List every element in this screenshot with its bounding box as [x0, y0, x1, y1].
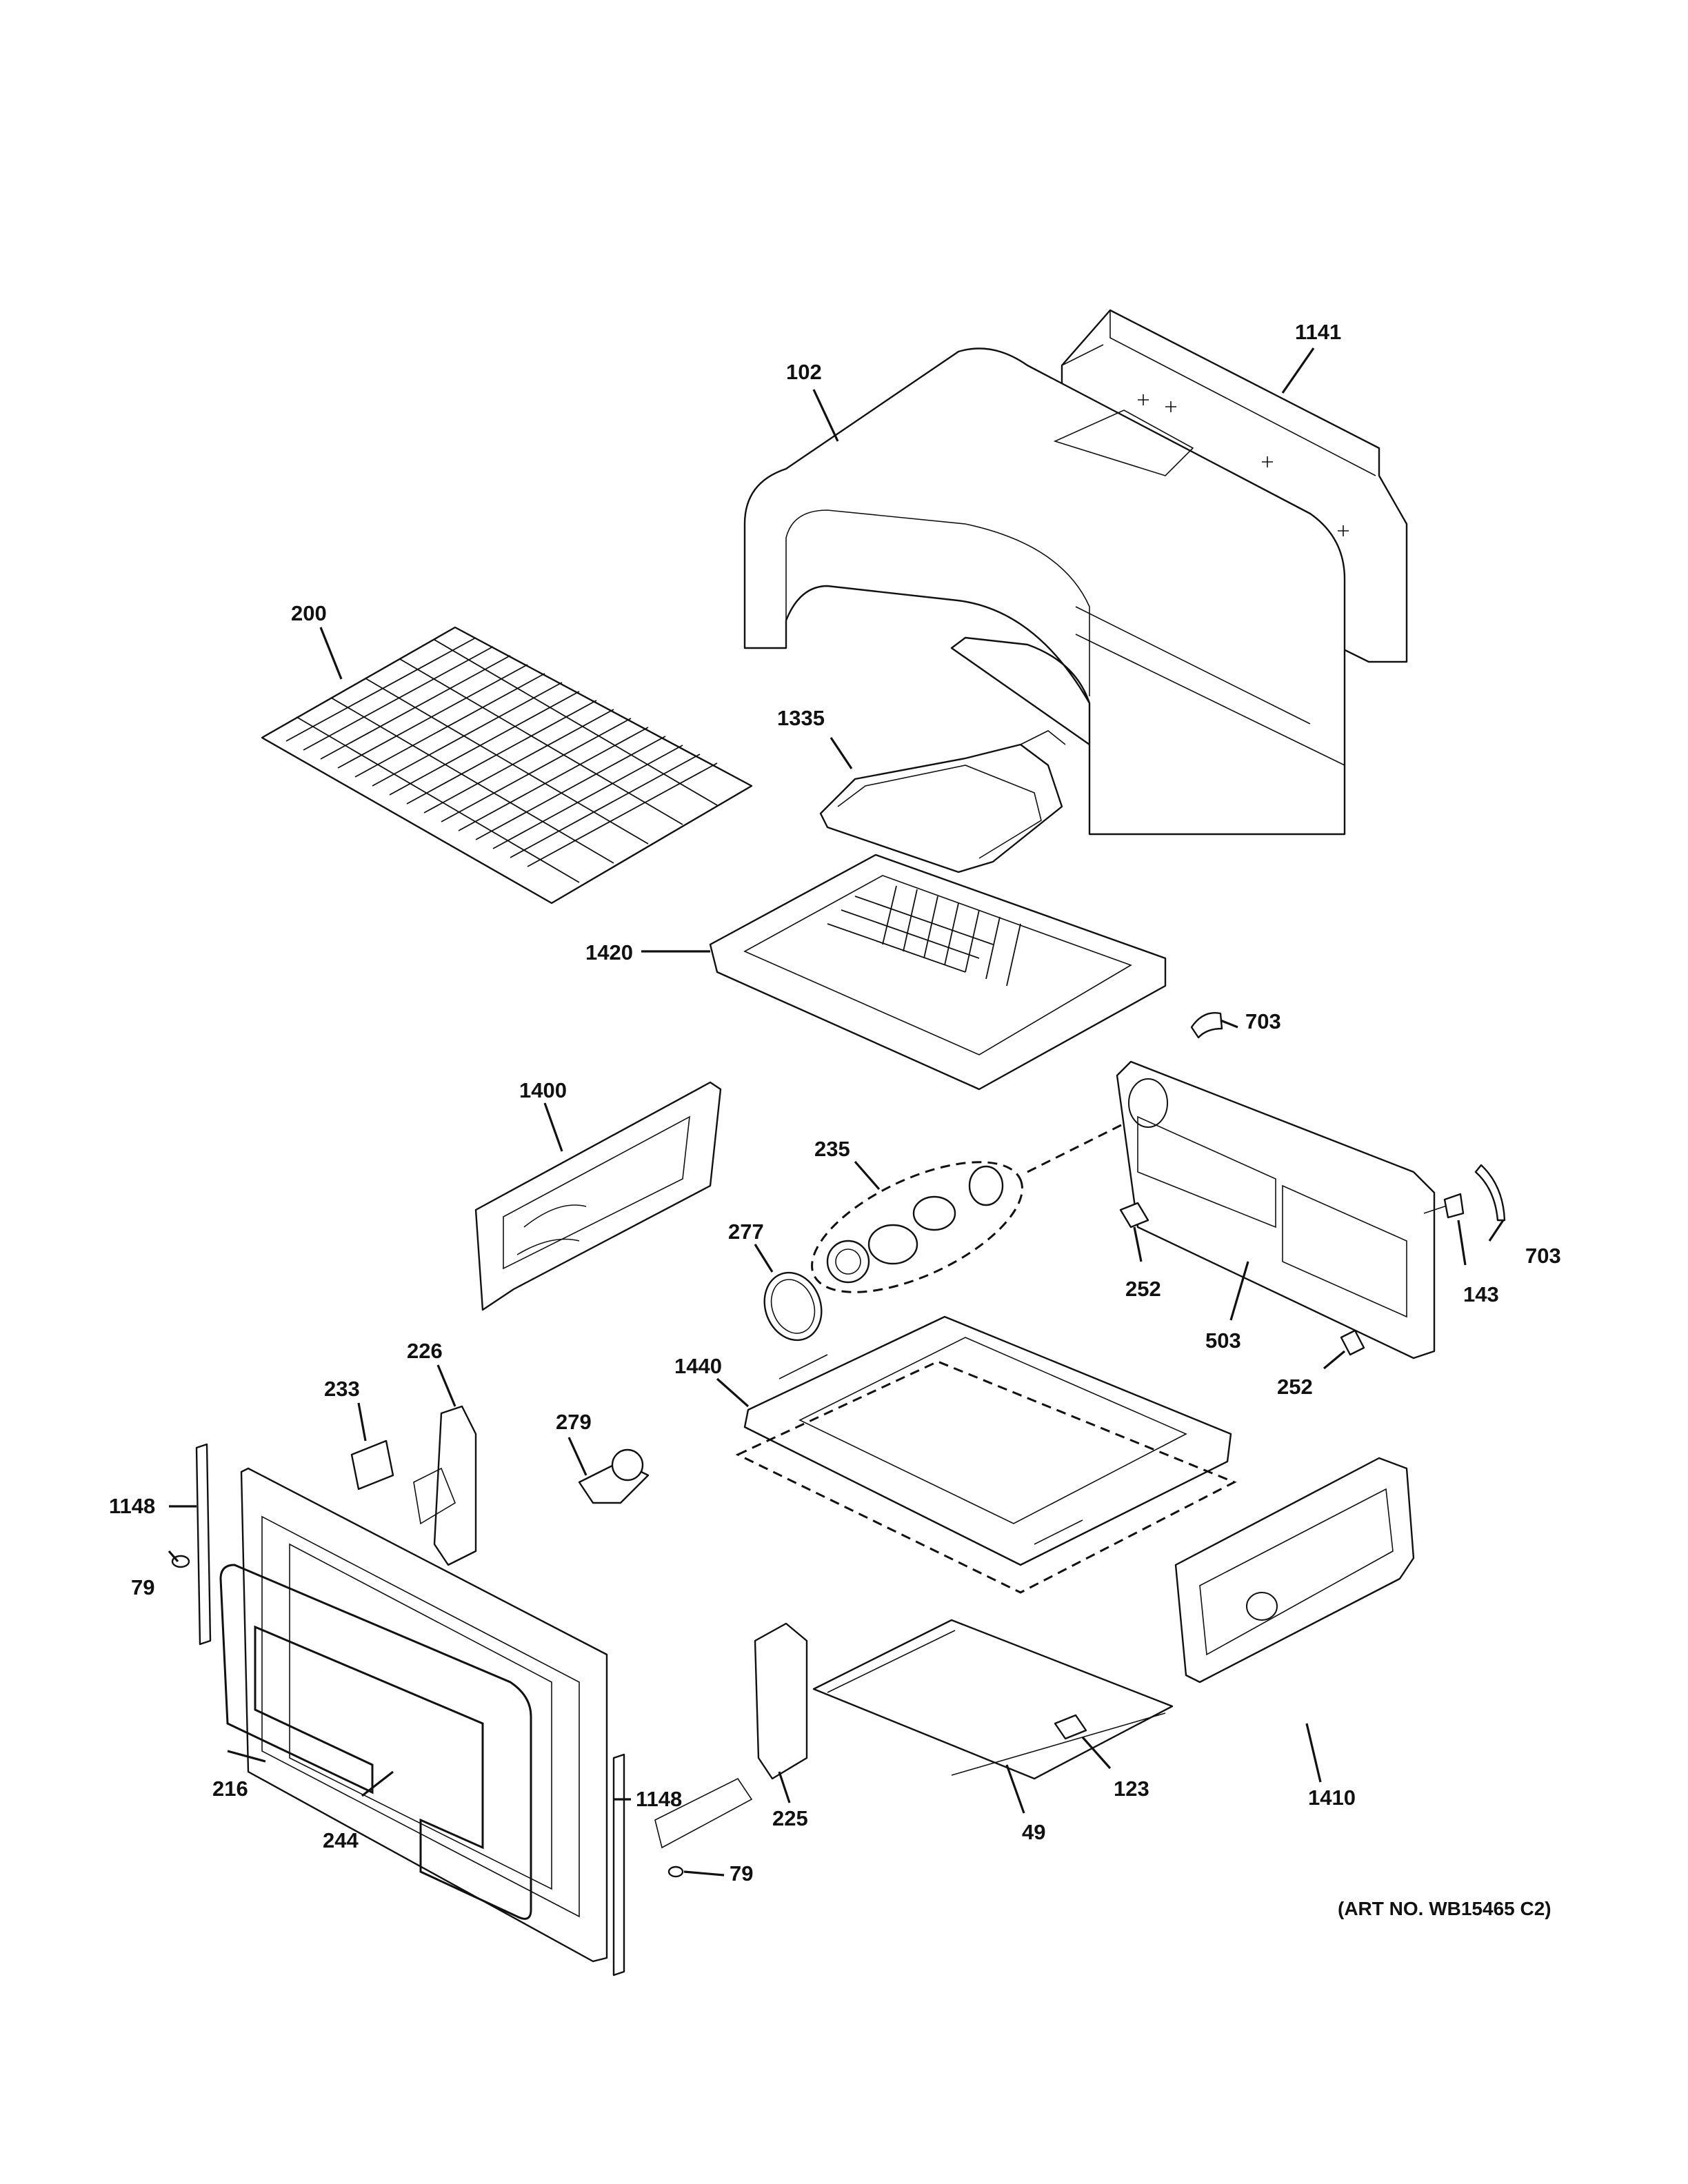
label-226: 226 — [407, 1339, 443, 1363]
part-703-bracket-right — [1474, 1164, 1506, 1222]
part-1440-bottom-plate — [735, 1315, 1237, 1594]
part-200-oven-rack — [261, 626, 753, 904]
part-503-rear-panel — [1116, 1060, 1436, 1359]
part-252-clip-upper — [1119, 1202, 1149, 1228]
part-123-bracket — [1054, 1714, 1087, 1740]
label-235: 235 — [814, 1137, 850, 1161]
label-1400: 1400 — [519, 1078, 567, 1102]
part-244-inner-door — [240, 1467, 608, 1963]
label-143: 143 — [1463, 1282, 1499, 1306]
label-1148-left: 1148 — [109, 1494, 155, 1518]
part-1410-right-side-panel — [1174, 1457, 1415, 1684]
label-79-upper: 79 — [131, 1575, 154, 1599]
part-277-gasket — [763, 1271, 823, 1342]
callout-labels: 102 1141 200 1335 1420 703 1400 235 277 … — [109, 320, 1561, 1885]
label-79-lower: 79 — [730, 1861, 753, 1885]
label-279: 279 — [556, 1410, 592, 1434]
label-703-upper: 703 — [1245, 1009, 1281, 1033]
label-277: 277 — [728, 1220, 764, 1244]
part-143-sensor — [1423, 1193, 1465, 1219]
label-1420: 1420 — [585, 940, 633, 964]
part-102-oven-wrap — [743, 347, 1346, 836]
part-235-light-assembly — [811, 1115, 1138, 1293]
leader-lines — [168, 347, 1505, 1877]
label-225: 225 — [772, 1806, 808, 1830]
part-79-screw-lower — [667, 1866, 684, 1878]
label-49: 49 — [1022, 1820, 1045, 1844]
label-1141: 1141 — [1295, 320, 1341, 344]
part-703-bracket-upper — [1190, 1012, 1223, 1039]
label-244: 244 — [323, 1828, 359, 1852]
label-703-right: 703 — [1525, 1244, 1561, 1268]
label-1410: 1410 — [1308, 1786, 1356, 1810]
label-123: 123 — [1114, 1777, 1149, 1801]
label-252-upper: 252 — [1125, 1277, 1161, 1301]
label-1148-right: 1148 — [636, 1787, 682, 1811]
part-226-hinge — [413, 1405, 477, 1566]
part-1335-bake-cover — [819, 730, 1066, 873]
label-503: 503 — [1205, 1328, 1241, 1353]
part-1148-trim-left — [195, 1443, 212, 1646]
part-1400-left-side-panel — [474, 1081, 722, 1311]
art-number: (ART NO. WB15465 C2) — [1338, 1898, 1551, 1919]
label-216: 216 — [212, 1777, 248, 1801]
label-252-lower: 252 — [1277, 1375, 1313, 1399]
part-216-door-gasket — [219, 1564, 532, 1920]
label-102: 102 — [786, 360, 822, 384]
part-252-clip-lower — [1340, 1329, 1365, 1356]
label-200: 200 — [291, 601, 327, 625]
part-49-heat-shield — [812, 1619, 1174, 1780]
label-1440: 1440 — [674, 1354, 722, 1378]
part-279-door-latch — [578, 1448, 650, 1504]
part-233-hinge-receiver — [350, 1439, 394, 1490]
part-1420-oven-bottom — [709, 853, 1167, 1091]
label-1335: 1335 — [777, 706, 825, 730]
part-1148-trim-right — [612, 1753, 625, 1976]
part-225-hinge — [654, 1622, 808, 1849]
label-233: 233 — [324, 1377, 360, 1401]
